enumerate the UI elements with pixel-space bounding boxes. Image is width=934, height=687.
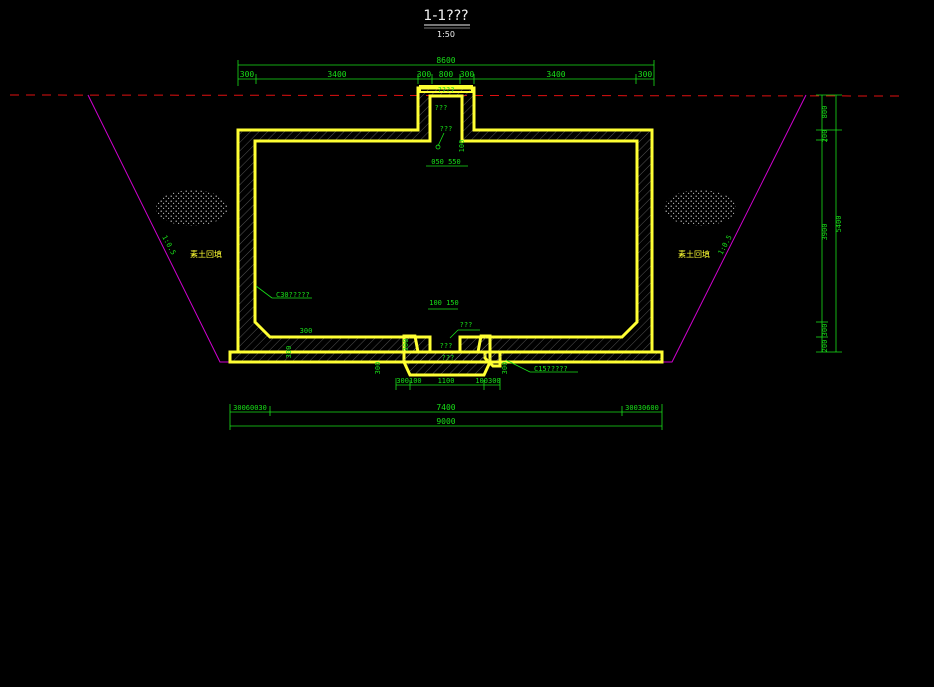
slope-line-left — [87, 94, 232, 363]
label-manhole: ??? — [435, 104, 448, 112]
dim-right-bottom: 200 — [821, 340, 829, 353]
dim-top-seg-3: 300 — [417, 70, 432, 79]
backfill-cluster-right — [664, 190, 736, 226]
dim-right-lower: 300 — [821, 324, 829, 337]
label-floor: ??? — [460, 321, 473, 329]
label-backfill-right: 素土回填 — [678, 249, 710, 259]
ladder-marker — [435, 144, 441, 150]
dim-bottom-overall: 9000 — [436, 417, 455, 426]
dim-bottom-middle: 7400 — [436, 403, 455, 412]
ground-line — [9, 94, 901, 97]
wall-note-leader — [255, 285, 273, 299]
label-sump-right-vert: 300 — [501, 362, 509, 375]
label-manhole-note: ??? — [440, 125, 453, 133]
label-sump-left-vert: 300 — [374, 362, 382, 375]
drawing-title: 1-1??? — [423, 8, 468, 24]
label-neck-vert: 100 — [458, 140, 466, 153]
neck-leader — [437, 132, 445, 147]
dim-top-seg-1: 300 — [240, 70, 255, 79]
dim-top-seg-2: 3400 — [327, 70, 346, 79]
label-left-small: 300 — [285, 346, 293, 359]
dim-right-top: 800 — [821, 106, 829, 119]
base-note-leader — [505, 359, 531, 373]
top-dimensions — [237, 60, 655, 86]
note-wall: C30????? — [276, 291, 310, 299]
dim-top-seg-7: 300 — [638, 70, 653, 79]
label-neck-dims: 050 550 — [431, 158, 461, 166]
dim-sump-left: 300100 — [396, 377, 421, 385]
dim-sump-right: 100300 — [475, 377, 500, 385]
right-dimensions — [816, 94, 842, 353]
floor-leader — [449, 329, 459, 339]
label-left-chamfer: 300 — [300, 327, 313, 335]
dim-sump-mid: 1100 — [438, 377, 455, 385]
label-chamfer-dims: 100 150 — [429, 299, 459, 307]
label-backfill-left: 素土回填 — [190, 249, 222, 259]
label-wall-vert: 300 — [402, 339, 410, 352]
dim-top-seg-5: 300 — [460, 70, 475, 79]
label-sump: ??? — [440, 342, 453, 350]
dim-top-seg-4: 800 — [439, 70, 454, 79]
backfill-cluster-left — [156, 190, 228, 226]
dim-right-upper: 200 — [821, 130, 829, 143]
dim-top-seg-6: 3400 — [546, 70, 565, 79]
manhole-cover — [419, 85, 473, 93]
bottom-dimensions — [229, 378, 663, 430]
slope-line-right — [660, 94, 807, 363]
label-slope-left: 1:0.5 — [160, 234, 177, 256]
dim-right-middle: 3900 — [821, 224, 829, 241]
note-base: C15????? — [534, 365, 568, 373]
dim-top-overall: 8600 — [436, 56, 455, 65]
label-sump-2: ??? — [442, 354, 455, 362]
dim-right-overall: 5400 — [835, 216, 843, 233]
label-hatch-top: ???? — [438, 86, 455, 94]
drawing-scale: 1:50 — [437, 30, 455, 39]
base-slab — [228, 350, 664, 364]
dim-bottom-right-segs: 30030600 — [625, 404, 659, 412]
dim-bottom-left-segs: 30060030 — [233, 404, 267, 412]
